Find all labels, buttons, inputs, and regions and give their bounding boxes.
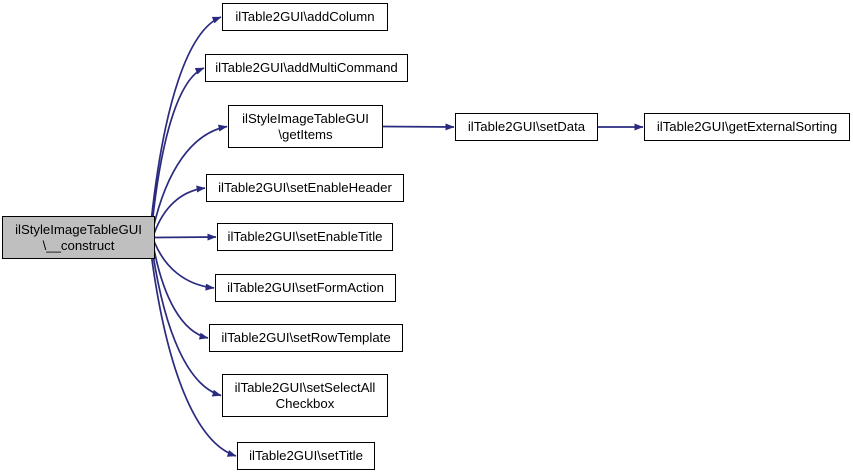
node-label-setFormAction: ilTable2GUI\setFormAction <box>227 280 384 296</box>
node-setFormAction[interactable]: ilTable2GUI\setFormAction <box>215 274 396 302</box>
node-label-setEnableHeader: ilTable2GUI\setEnableHeader <box>218 180 392 196</box>
edge-root-to-setRowTemplate <box>152 245 209 340</box>
edge-root-to-addMultiCommand <box>151 67 205 224</box>
edge-root-to-setSelectAllCheckbox <box>151 250 222 397</box>
edge-getItems-to-setData <box>382 123 455 131</box>
edge-root-to-addColumn <box>150 16 222 220</box>
node-setTitle[interactable]: ilTable2GUI\setTitle <box>237 442 375 470</box>
edge-root-to-setFormAction <box>153 241 215 291</box>
node-label-setTitle: ilTable2GUI\setTitle <box>249 448 363 464</box>
node-label-setSelectAllCheckbox: ilTable2GUI\setSelectAll Checkbox <box>234 380 376 411</box>
node-label-addMultiCommand: ilTable2GUI\addMultiCommand <box>215 60 398 76</box>
edge-root-to-setTitle <box>150 255 237 457</box>
node-label-getExternalSorting: ilTable2GUI\getExternalSorting <box>656 119 838 135</box>
node-root[interactable]: ilStyleImageTableGUI \__construct <box>2 216 155 259</box>
node-label-setData: ilTable2GUI\setData <box>467 119 586 135</box>
edge-root-to-setEnableHeader <box>153 185 206 234</box>
node-setEnableHeader[interactable]: ilTable2GUI\setEnableHeader <box>206 174 404 202</box>
node-setSelectAllCheckbox[interactable]: ilTable2GUI\setSelectAll Checkbox <box>222 374 388 417</box>
node-addColumn[interactable]: ilTable2GUI\addColumn <box>222 3 388 31</box>
node-addMultiCommand[interactable]: ilTable2GUI\addMultiCommand <box>205 54 408 82</box>
node-setRowTemplate[interactable]: ilTable2GUI\setRowTemplate <box>209 324 403 352</box>
edge-root-to-setEnableTitle <box>154 233 217 241</box>
node-label-root: ilStyleImageTableGUI \__construct <box>15 222 142 253</box>
node-label-setEnableTitle: ilTable2GUI\setEnableTitle <box>227 229 383 245</box>
node-setEnableTitle[interactable]: ilTable2GUI\setEnableTitle <box>217 223 393 251</box>
node-getItems[interactable]: ilStyleImageTableGUI \getItems <box>228 105 383 148</box>
edge-root-to-getItems <box>152 124 228 229</box>
node-label-getItems: ilStyleImageTableGUI \getItems <box>242 111 369 142</box>
node-label-setRowTemplate: ilTable2GUI\setRowTemplate <box>221 330 391 346</box>
node-label-addColumn: ilTable2GUI\addColumn <box>235 9 375 25</box>
node-setData[interactable]: ilTable2GUI\setData <box>455 113 598 141</box>
node-getExternalSorting[interactable]: ilTable2GUI\getExternalSorting <box>644 113 850 141</box>
